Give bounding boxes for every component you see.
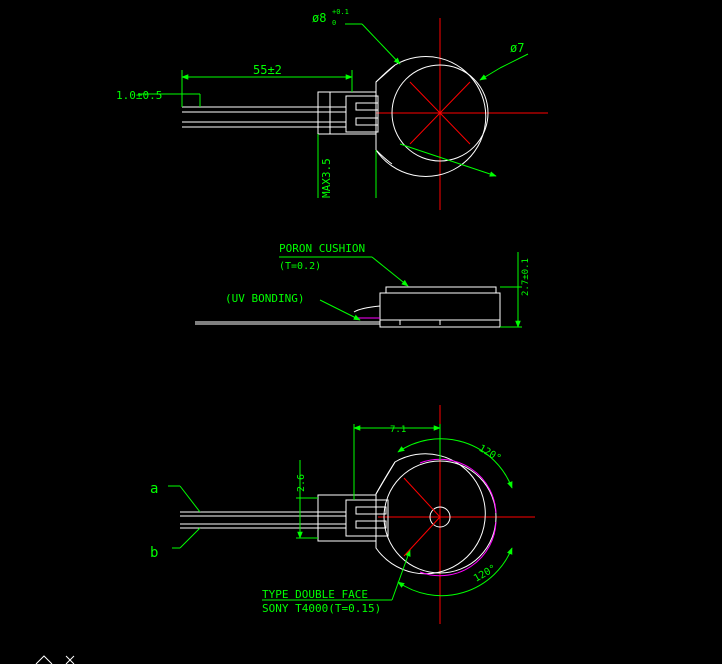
top-view-dim-labels: ø8 +0.1 0 ø7 55±2 1.0±0.5 MAX3.5	[116, 8, 524, 198]
dim-outer-tolerance-low: 0	[332, 19, 336, 27]
side-view-body	[353, 286, 501, 328]
top-view-tab	[317, 91, 379, 135]
bottom-view-dimensions	[168, 424, 513, 601]
label-cushion: PORON CUSHION	[279, 242, 365, 255]
dim-tab-width: 2.6	[296, 474, 307, 492]
ucs-icon	[35, 655, 75, 664]
label-tape-line2: SONY T4000(T=0.15)	[262, 602, 381, 615]
bottom-view: 7.1 120° 120° 2.6 a b TYPE DOUBLE FACE S…	[150, 405, 535, 624]
bottom-view-red-rays	[403, 477, 441, 557]
lead-b: b	[150, 545, 158, 561]
label-tape-line1: TYPE DOUBLE FACE	[262, 588, 368, 601]
side-view-leads	[195, 321, 380, 325]
top-view-centerlines	[376, 18, 548, 210]
label-cushion-thickness: (T=0.2)	[279, 261, 321, 272]
top-view: ø8 +0.1 0 ø7 55±2 1.0±0.5 MAX3.5	[116, 8, 548, 210]
bottom-view-labels: 7.1 120° 120° 2.6 a b TYPE DOUBLE FACE S…	[150, 425, 503, 615]
label-bonding: (UV BONDING)	[225, 292, 304, 305]
dim-lead-length: 55±2	[253, 63, 282, 77]
top-view-leads	[182, 106, 346, 128]
top-view-dimensions	[138, 23, 529, 198]
dim-inner-diameter: ø7	[510, 41, 524, 55]
side-view-labels: PORON CUSHION (T=0.2) (UV BONDING) 2.7±0…	[225, 242, 531, 305]
side-view: PORON CUSHION (T=0.2) (UV BONDING) 2.7±0…	[195, 242, 531, 328]
side-view-dimensions	[279, 252, 522, 328]
top-view-body	[375, 56, 489, 177]
dim-outer-tolerance: +0.1	[332, 8, 349, 16]
dim-offset: 7.1	[390, 425, 406, 435]
bottom-view-leads	[180, 511, 346, 529]
dim-outer-diameter: ø8	[312, 11, 326, 25]
dim-max-tab: MAX3.5	[320, 158, 333, 198]
bottom-view-tab	[317, 494, 389, 542]
dim-height: 2.7±0.1	[521, 258, 531, 296]
lead-a: a	[150, 481, 158, 497]
dim-lead-strip: 1.0±0.5	[116, 89, 162, 102]
